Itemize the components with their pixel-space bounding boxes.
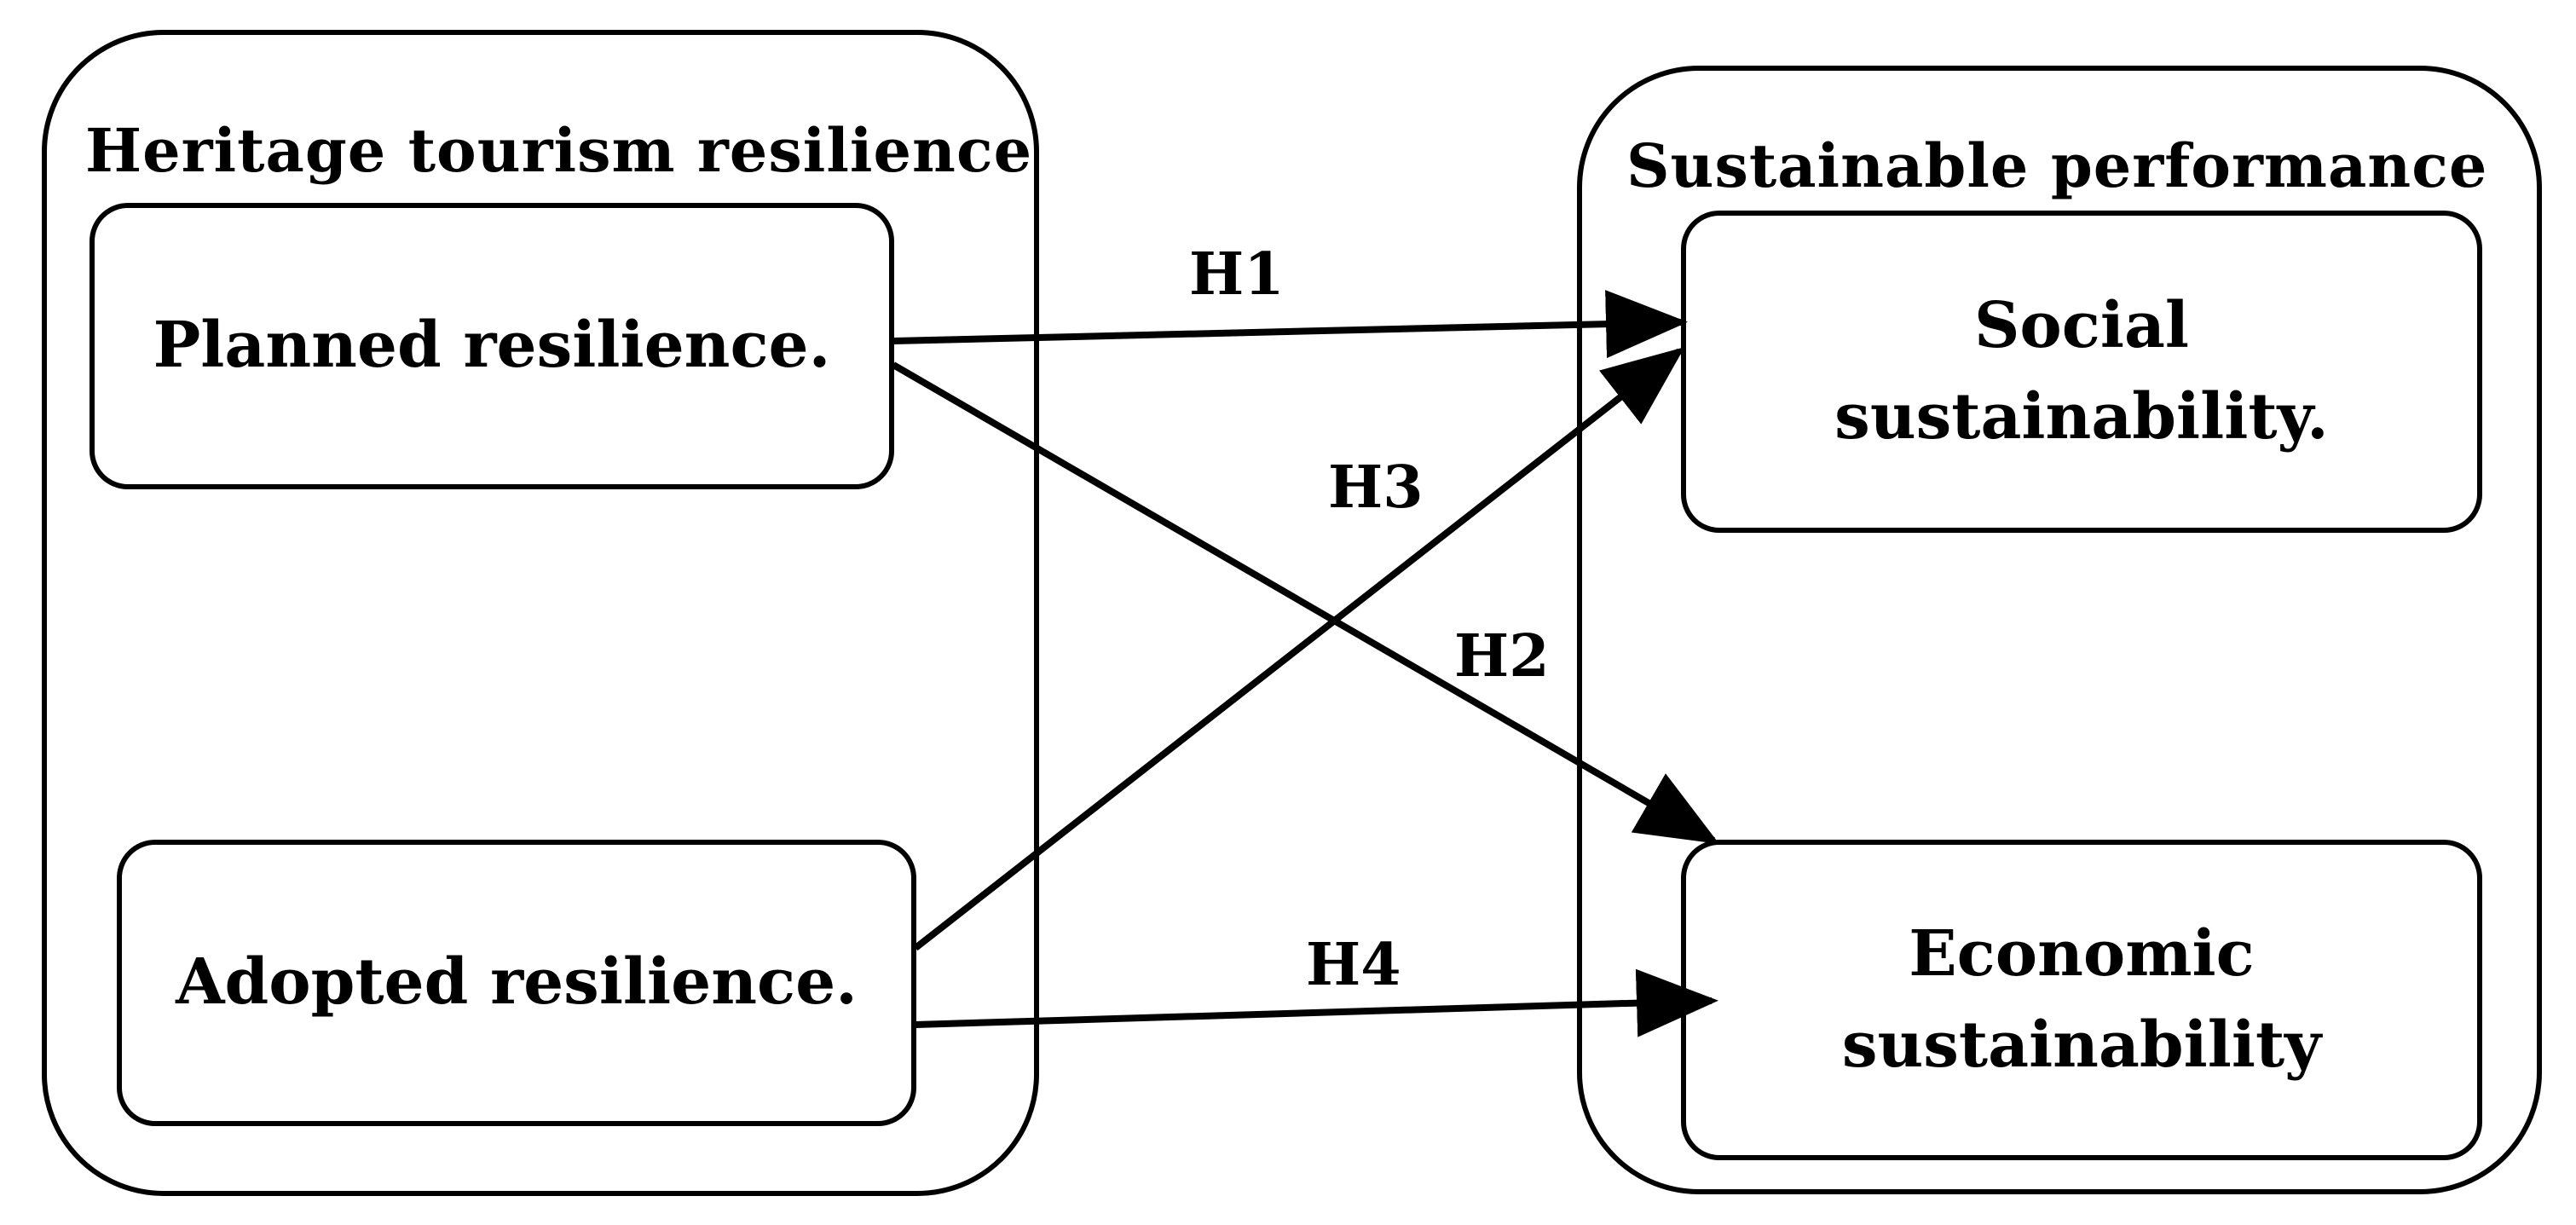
performance-group-title: Sustainable performance (1626, 130, 2488, 201)
resilience-group-title: Heritage tourism resilience (85, 115, 1033, 186)
social-sustainability-line1: Social (1973, 288, 2190, 362)
economic-sustainability-label: Economic sustainability (1684, 842, 2480, 1158)
economic-sustainability-line2: sustainability (1841, 1008, 2322, 1082)
h1-arrow (892, 290, 1688, 359)
h3-arrow (913, 347, 1685, 951)
h3-label: H3 (1328, 454, 1424, 522)
economic-sustainability-line1: Economic (1909, 916, 2255, 991)
social-sustainability-line2: sustainability. (1834, 380, 2329, 454)
planned-resilience-label: Planned resilience. (92, 205, 892, 487)
h2-label: H2 (1454, 622, 1550, 691)
adopted-resilience-label: Adopted resilience. (119, 842, 914, 1124)
h1-label: H1 (1189, 240, 1285, 309)
resilience-group-box (42, 30, 1039, 1196)
adopted-resilience-text: Adopted resilience. (176, 945, 858, 1020)
social-sustainability-label: Social sustainability. (1684, 213, 2480, 530)
adopted-resilience-box (117, 840, 916, 1126)
performance-group-box (1577, 66, 2542, 1194)
h4-label: H4 (1306, 931, 1401, 999)
h2-arrow (891, 361, 1719, 845)
h4-arrow (915, 968, 1718, 1037)
planned-resilience-text: Planned resilience. (153, 309, 831, 383)
planned-resilience-box (90, 203, 894, 489)
